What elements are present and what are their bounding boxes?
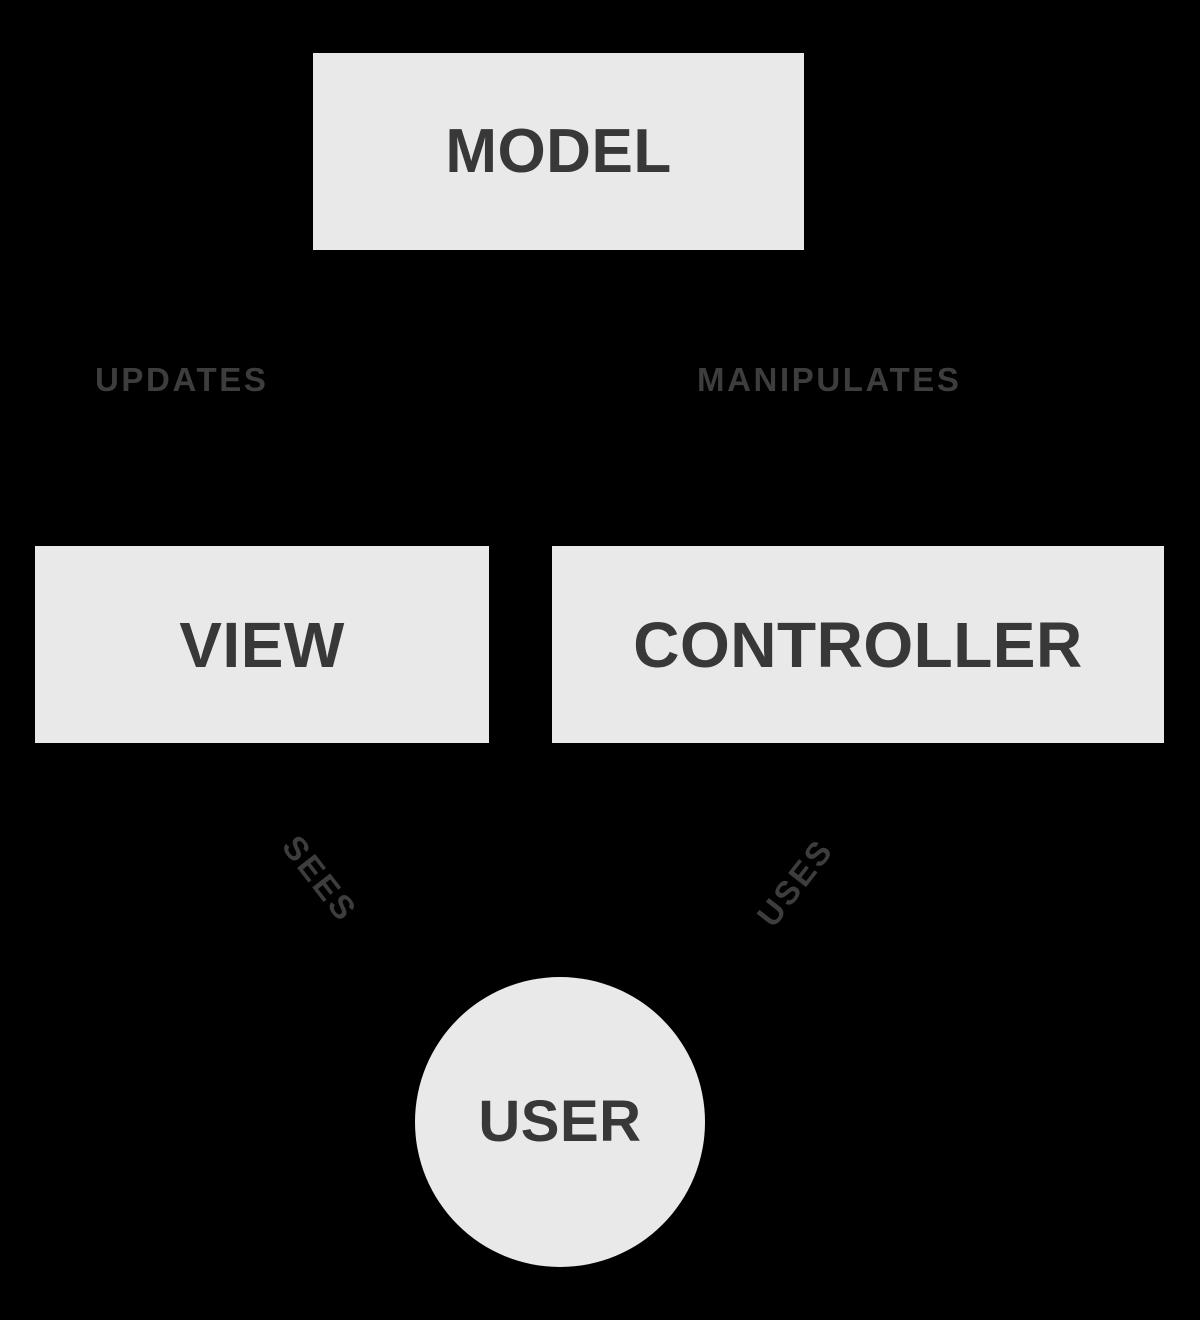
edge-label-updates: UPDATES (95, 361, 269, 398)
edge-label-manipulates: MANIPULATES (697, 361, 962, 398)
node-controller[interactable]: CONTROLLER (552, 546, 1164, 743)
node-model-label: MODEL (445, 116, 672, 186)
node-model[interactable]: MODEL (313, 53, 804, 250)
edge-label-sees: SEES (275, 828, 365, 929)
node-view-label: VIEW (179, 608, 345, 681)
node-controller-label: CONTROLLER (633, 608, 1083, 681)
node-user[interactable]: USER (415, 977, 705, 1267)
node-view[interactable]: VIEW (35, 546, 489, 743)
node-user-label: USER (478, 1089, 642, 1154)
edge-label-uses: USES (749, 831, 841, 934)
